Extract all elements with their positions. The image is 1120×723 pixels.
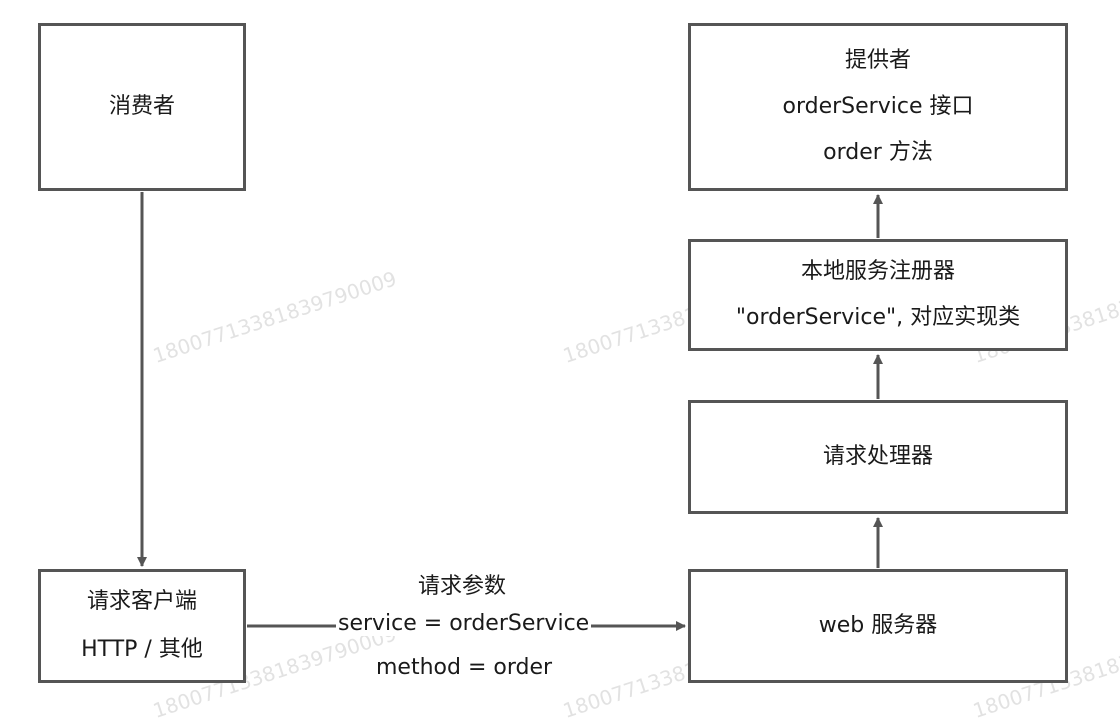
request-client-node: 请求客户端 HTTP / 其他 — [38, 569, 246, 683]
request-handler-node: 请求处理器 — [688, 400, 1068, 514]
node-label: 请求客户端 — [86, 589, 197, 614]
local-registry-node: 本地服务注册器 "orderService", 对应实现类 — [688, 239, 1068, 351]
edge-label-title: 请求参数 — [418, 574, 507, 599]
edge-label-method: method = order — [376, 655, 553, 680]
node-label: 本地服务注册器 — [800, 259, 955, 284]
provider-node: 提供者 orderService 接口 order 方法 — [688, 23, 1068, 191]
node-sublabel: orderService 接口 — [782, 94, 974, 119]
node-sublabel: "orderService", 对应实现类 — [735, 305, 1021, 330]
node-label: 提供者 — [844, 48, 911, 73]
node-label: 请求处理器 — [822, 444, 933, 469]
node-label: web 服务器 — [818, 613, 938, 638]
edge-label-service: service = orderService — [336, 611, 592, 636]
web-server-node: web 服务器 — [688, 569, 1068, 683]
node-sublabel: order 方法 — [823, 140, 933, 165]
node-label: 消费者 — [108, 94, 175, 119]
consumer-node: 消费者 — [38, 23, 246, 191]
node-sublabel: HTTP / 其他 — [81, 637, 203, 662]
